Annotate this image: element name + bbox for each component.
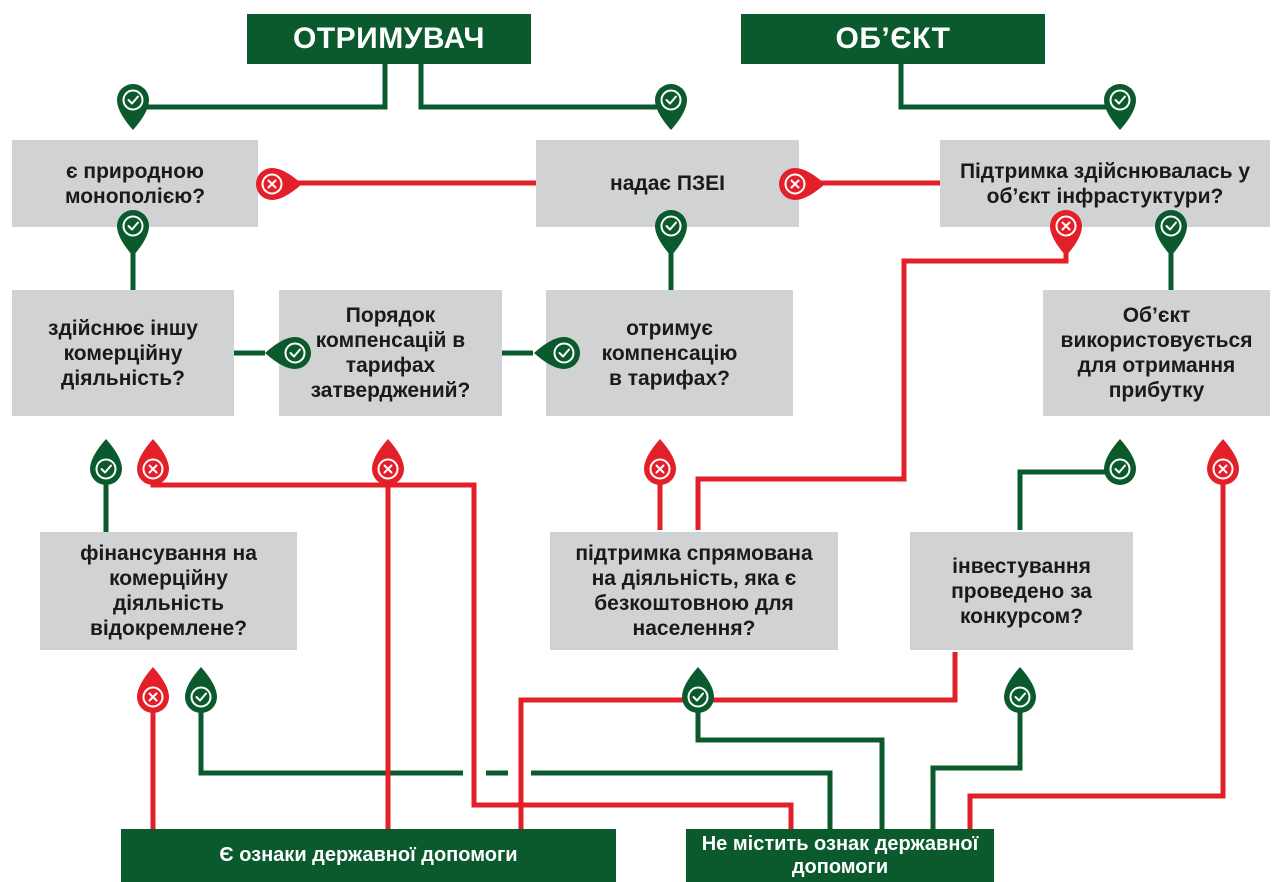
question-other-commercial: здійснює іншу комерційну діяльність? bbox=[12, 290, 234, 416]
line-separated-yes-to-no-aid bbox=[198, 670, 463, 776]
line-separated-yes-to-no-aid-3 bbox=[531, 770, 833, 829]
header-recipient: ОТРИМУВАЧ bbox=[247, 14, 531, 64]
result-has-state-aid: Є ознаки державної допомоги bbox=[121, 829, 616, 882]
pin-separated-yes bbox=[184, 666, 218, 714]
check-icon bbox=[127, 221, 139, 231]
pin-tender-yes bbox=[1003, 666, 1037, 714]
cross-icon bbox=[148, 692, 158, 702]
line-infrastructure-no-to-free bbox=[695, 245, 1069, 530]
pin-monopoly-yes bbox=[116, 209, 150, 257]
question-tariff-compensation: отримує компенсацію в тарифах? bbox=[546, 290, 793, 416]
cross-icon bbox=[1218, 464, 1228, 474]
pin-recipient-monopoly-yes bbox=[116, 83, 150, 131]
pin-compensation-no bbox=[643, 438, 677, 486]
pin-profit-no bbox=[1206, 438, 1240, 486]
pin-object-infrastructure-yes bbox=[1103, 83, 1137, 131]
question-competitive-investment: інвестування проведено за конкурсом? bbox=[910, 532, 1133, 650]
check-icon bbox=[195, 692, 207, 702]
check-icon bbox=[1114, 464, 1126, 474]
cross-icon bbox=[1061, 221, 1071, 231]
pin-commercial-yes-right bbox=[264, 336, 312, 370]
line-profit-no-to-no-aid bbox=[967, 448, 1226, 829]
check-icon bbox=[1165, 221, 1177, 231]
pin-separated-no bbox=[136, 666, 170, 714]
pin-free-yes bbox=[681, 666, 715, 714]
pin-sgei-yes bbox=[654, 209, 688, 257]
check-icon bbox=[1114, 95, 1126, 105]
question-free-for-population: підтримка спрямована на діяльність, яка … bbox=[550, 532, 838, 650]
check-icon bbox=[1014, 692, 1026, 702]
check-icon bbox=[100, 464, 112, 474]
pin-commercial-no bbox=[136, 438, 170, 486]
check-icon bbox=[692, 692, 704, 702]
question-natural-monopoly: є природною монополією? bbox=[12, 140, 258, 227]
line-object-to-infrastructure bbox=[898, 64, 1120, 110]
line-recipient-to-sgei bbox=[418, 64, 671, 110]
pin-sgei-no bbox=[255, 167, 303, 201]
pin-infrastructure-no bbox=[778, 167, 826, 201]
check-icon bbox=[289, 348, 301, 358]
line-tender-no-to-aid bbox=[518, 652, 958, 829]
cross-icon bbox=[655, 464, 665, 474]
cross-icon bbox=[383, 464, 393, 474]
pin-infrastructure-yes bbox=[1154, 209, 1188, 257]
cross-icon bbox=[148, 464, 158, 474]
pin-infrastructure-no-down bbox=[1049, 209, 1083, 257]
question-tariff-order-approved: Порядок компенсацій в тарифах затверджен… bbox=[279, 290, 502, 416]
check-icon bbox=[665, 221, 677, 231]
pin-tariff-order-no bbox=[371, 438, 405, 486]
pin-commercial-yes bbox=[89, 438, 123, 486]
question-used-for-profit: Об’єкт використовується для отримання пр… bbox=[1043, 290, 1270, 416]
line-recipient-to-monopoly bbox=[133, 64, 388, 110]
cross-icon bbox=[267, 179, 277, 189]
check-icon bbox=[558, 348, 570, 358]
pin-recipient-sgei-yes bbox=[654, 83, 688, 131]
cross-icon bbox=[790, 179, 800, 189]
pin-profit-yes bbox=[1103, 438, 1137, 486]
header-object: ОБ’ЄКТ bbox=[741, 14, 1045, 64]
result-no-state-aid: Не містить ознак державної допомоги bbox=[686, 829, 994, 882]
pin-tariff-order-yes-right bbox=[533, 336, 581, 370]
question-infrastructure-object: Підтримка здійснювалась у об’єкт інфраст… bbox=[940, 140, 1270, 227]
check-icon bbox=[665, 95, 677, 105]
question-financing-separated: фінансування на комерційну діяльність ві… bbox=[40, 532, 297, 650]
line-tender-yes-to-no-aid bbox=[930, 670, 1023, 829]
check-icon bbox=[127, 95, 139, 105]
